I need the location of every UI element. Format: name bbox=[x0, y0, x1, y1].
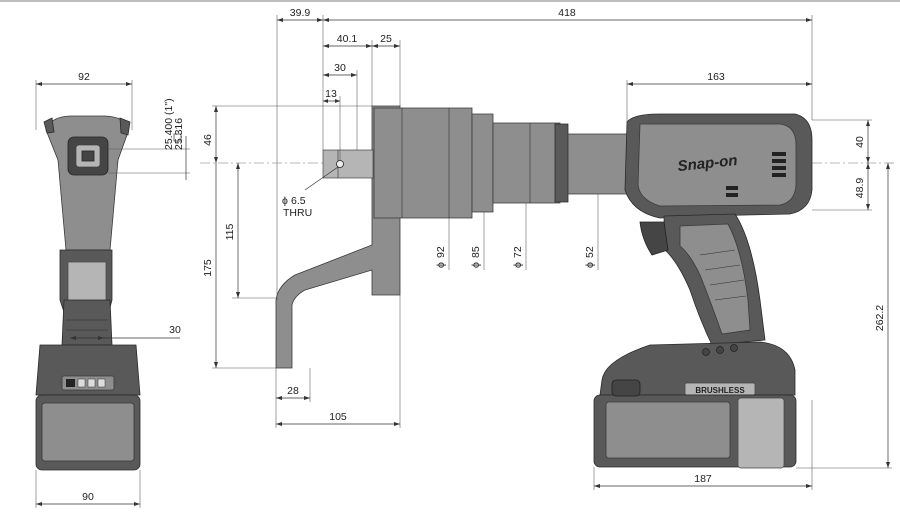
battery-led-3 bbox=[730, 344, 738, 352]
dim-40-1: 40.1 bbox=[337, 33, 358, 45]
vent-3 bbox=[772, 166, 786, 170]
dim-163: 163 bbox=[707, 71, 725, 83]
side-drive-hole bbox=[336, 160, 344, 168]
side-square-drive bbox=[322, 149, 374, 179]
dim-diam-85-symbol: ϕ bbox=[470, 262, 482, 268]
dim-diam-72: 72 bbox=[512, 246, 524, 258]
gear-collar bbox=[554, 123, 569, 203]
dim-28: 28 bbox=[287, 385, 299, 397]
battery-latch bbox=[737, 397, 785, 469]
gear-stage-92 bbox=[373, 107, 473, 219]
dim-front-width-top: 92 bbox=[78, 71, 90, 83]
dim-13: 13 bbox=[325, 88, 337, 100]
vent-2 bbox=[772, 159, 786, 163]
battery-led-2 bbox=[716, 346, 724, 354]
dim-30: 30 bbox=[334, 62, 346, 74]
mode-switch-2 bbox=[726, 193, 738, 197]
hole-diam-symbol: ϕ bbox=[282, 195, 288, 207]
motor-panel bbox=[637, 123, 797, 207]
dim-front-reaction: 30 bbox=[169, 324, 181, 336]
dim-diam-52: 52 bbox=[584, 246, 596, 258]
gear-stage-72 bbox=[492, 122, 561, 204]
grip-panel bbox=[679, 223, 751, 335]
front-view bbox=[35, 115, 141, 471]
front-led-2 bbox=[77, 378, 86, 388]
battery-led-1 bbox=[702, 348, 710, 356]
dim-right-40: 40 bbox=[854, 136, 866, 148]
battery-label: BRUSHLESS bbox=[695, 386, 745, 395]
dim-hole: 6.5 bbox=[291, 195, 306, 207]
dim-115: 115 bbox=[224, 223, 236, 240]
dim-175: 175 bbox=[202, 259, 214, 277]
front-dims: 92 90 25.400 (1") 25.316 30 bbox=[35, 71, 190, 508]
battery-panel bbox=[605, 401, 731, 459]
dim-39-9: 39.9 bbox=[290, 7, 311, 19]
dim-46: 46 bbox=[202, 134, 214, 146]
front-head-ear bbox=[119, 117, 131, 136]
side-view: Snap-on BRUSHLESS bbox=[275, 105, 813, 469]
battery-release bbox=[611, 379, 641, 397]
dim-diam-92: 92 bbox=[435, 246, 447, 258]
vent-1 bbox=[772, 152, 786, 156]
trigger bbox=[639, 221, 669, 256]
dim-diam-52-symbol: ϕ bbox=[584, 262, 596, 268]
front-led-1 bbox=[66, 379, 75, 387]
brand-logo: Snap-on bbox=[677, 152, 738, 175]
vent-4 bbox=[772, 173, 786, 177]
gear-stage-85 bbox=[471, 113, 494, 213]
front-led-4 bbox=[97, 378, 106, 388]
hole-note: THRU bbox=[283, 207, 312, 219]
dim-105: 105 bbox=[329, 411, 347, 423]
dim-diam-85: 85 bbox=[470, 246, 482, 258]
front-head-ear-left bbox=[43, 117, 55, 134]
dim-418: 418 bbox=[558, 7, 576, 19]
dim-front-width-bottom: 90 bbox=[82, 491, 94, 503]
dim-diam-92-symbol: ϕ bbox=[435, 262, 447, 268]
dim-square-drive-1: 25.400 (1") bbox=[163, 98, 175, 150]
front-led-3 bbox=[87, 378, 96, 388]
dim-187: 187 bbox=[694, 473, 712, 485]
dim-diam-72-symbol: ϕ bbox=[512, 262, 524, 268]
dim-25: 25 bbox=[380, 33, 392, 45]
square-symbol bbox=[173, 133, 182, 142]
dim-right-48-9: 48.9 bbox=[854, 178, 866, 199]
front-head bbox=[45, 115, 129, 251]
front-battery-panel bbox=[41, 402, 135, 462]
side-dims: 39.9 418 40.1 25 30 13 ϕ 6.5 THRU 46 175 bbox=[202, 7, 892, 490]
front-drive-center bbox=[81, 150, 95, 162]
dim-262-2: 262.2 bbox=[874, 305, 886, 331]
mode-switch-1 bbox=[726, 186, 738, 190]
gear-stage-52 bbox=[567, 133, 628, 195]
